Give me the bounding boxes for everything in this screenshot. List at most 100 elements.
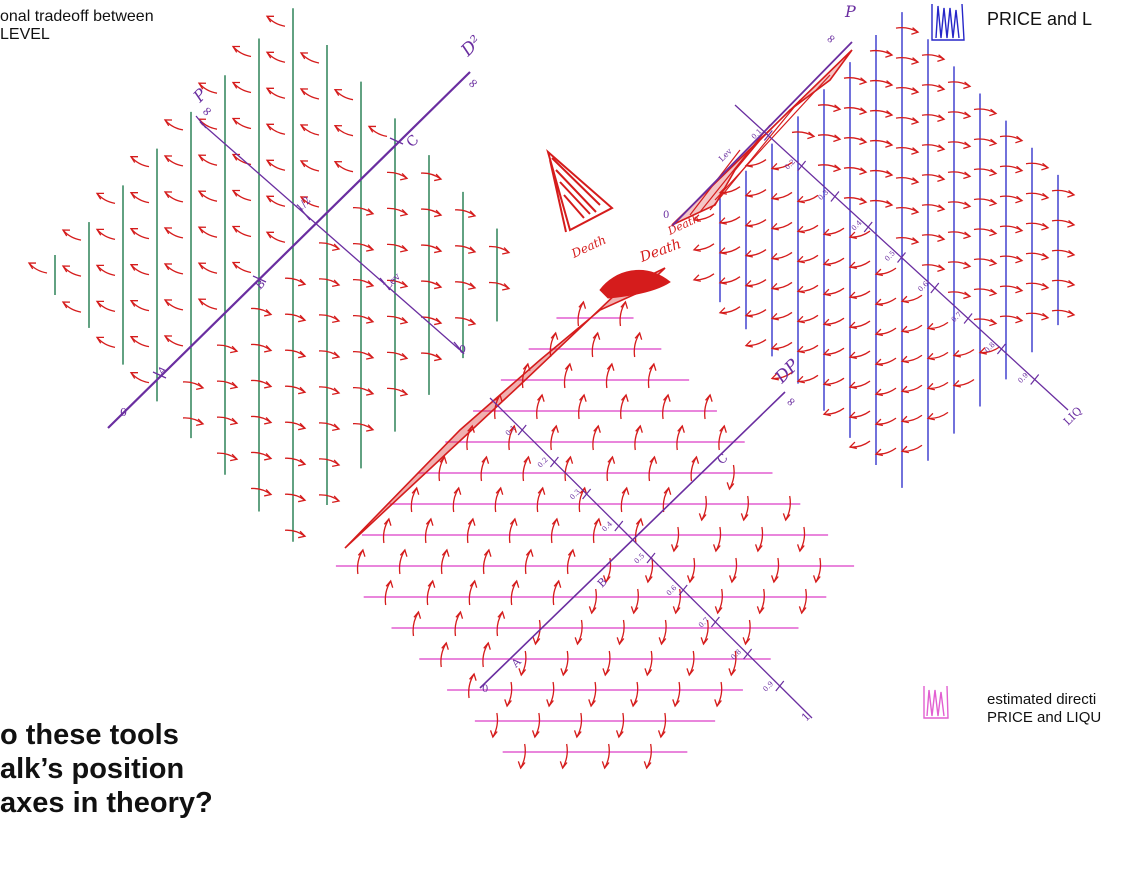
left-flow-arrow (421, 173, 441, 180)
bottom-flow-arrow (511, 581, 518, 605)
right-flow-arrow-head (876, 419, 883, 425)
legend-top-right-line-1: PRICE and L (987, 8, 1092, 30)
right-flow-arrow (974, 289, 996, 296)
left-flow-arrow (285, 350, 305, 357)
right-flow-arrow-head (850, 352, 857, 358)
right-flow-arrow (818, 165, 840, 172)
question-line-3: axes in theory? (0, 786, 213, 820)
right-flow-arrow (694, 244, 714, 251)
right-flow-arrow (720, 247, 740, 254)
right-flow-arrow-head (746, 281, 753, 287)
right-flow-arrow (948, 262, 970, 269)
right-flow-arrow-head (720, 308, 727, 314)
right-flow-arrow (902, 385, 922, 392)
bottom-tick-label: 0.4 (601, 519, 615, 533)
bottom-flow-arrow (699, 496, 706, 520)
left-label-p: P (189, 85, 211, 107)
right-flow-arrow (824, 378, 844, 385)
bottom-flow-arrow (505, 682, 512, 706)
bottom-flow-arrow (491, 713, 498, 737)
right-flow-arrow-head (798, 196, 805, 202)
right-flow-arrow (720, 307, 740, 314)
right-flow-arrow (948, 202, 970, 209)
right-flow-arrow (844, 198, 866, 205)
right-flow-arrow (746, 250, 766, 257)
right-flow-arrow (772, 252, 792, 259)
left-flow-arrow (131, 229, 149, 239)
right-flow-arrow (954, 349, 974, 356)
right-flow-arrow-head (772, 283, 779, 289)
left-flow-arrow (353, 208, 373, 215)
right-flow-arrow-head (850, 262, 857, 268)
right-flow-arrow-head (772, 313, 779, 319)
bottom-flow-arrow (798, 527, 805, 551)
right-flow-arrow-head (798, 286, 805, 292)
left-flow-arrow (301, 125, 319, 135)
bottom-flow-arrow (484, 550, 491, 574)
left-flow-arrow (285, 278, 305, 285)
bottom-flow-arrow (620, 302, 627, 326)
right-flow-arrow-head (798, 256, 805, 262)
left-flow-arrow (387, 244, 407, 251)
bottom-flow-arrow (568, 550, 575, 574)
bottom-flow-arrow (455, 612, 462, 636)
bottom-flow-arrow (384, 519, 391, 543)
bottom-flow-arrow (663, 395, 670, 419)
left-flow-arrow (131, 265, 149, 275)
bottom-flow-arrow (645, 651, 652, 675)
right-flow-arrow (746, 310, 766, 317)
left-flow-arrow (267, 160, 285, 170)
bottom-flow-arrow (688, 558, 695, 582)
right-flow-arrow (870, 111, 892, 118)
right-flow-arrow-head (928, 323, 935, 329)
left-flow-arrow (97, 193, 115, 203)
right-flow-arrow (850, 261, 870, 268)
right-flow-arrow (798, 285, 818, 292)
right-flow-arrow (974, 229, 996, 236)
left-flow-arrow (455, 210, 475, 217)
bottom-flow-arrow (537, 488, 544, 512)
bottom-flow-arrow (783, 496, 790, 520)
right-flow-arrow-head (928, 413, 935, 419)
caption-line-2: LEVEL (0, 26, 230, 44)
right-flow-arrow (974, 139, 996, 146)
left-flow-arrow (165, 120, 183, 130)
right-flow-arrow-head (772, 223, 779, 229)
caption-line-1: onal tradeoff between (0, 8, 230, 26)
right-flow-arrow (798, 255, 818, 262)
left-flow-arrow (131, 193, 149, 203)
left-flow-arrow (319, 387, 339, 394)
left-label-d2: D² (457, 32, 486, 61)
right-flow-arrow (1026, 253, 1048, 260)
right-flow-arrow (844, 78, 866, 85)
left-flow-arrow (319, 315, 339, 322)
right-flow-arrow (876, 328, 896, 335)
right-flow-arrow (844, 108, 866, 115)
bottom-flow-arrow (400, 550, 407, 574)
left-flow-arrow (285, 314, 305, 321)
legend-bottom-right-line-1: estimated directi (987, 691, 1101, 709)
right-flow-arrow (824, 228, 844, 235)
bottom-flow-arrow (672, 527, 679, 551)
right-flow-arrow (1026, 163, 1048, 170)
right-flow-arrow (798, 345, 818, 352)
bottom-flow-arrow (602, 744, 609, 768)
right-flow-arrow-head (824, 349, 831, 355)
right-flow-arrow (928, 322, 948, 329)
legend-top-right: PRICE and L (987, 8, 1092, 30)
right-label-zero: 0 (663, 210, 669, 221)
left-flow-arrow (301, 161, 319, 171)
left-flow-arrow (183, 418, 203, 425)
left-flow-arrow (301, 89, 319, 99)
bottom-flow-arrow (635, 426, 642, 450)
bottom-flow-arrow (497, 612, 504, 636)
right-flow-arrow-head (798, 346, 805, 352)
question-line-1: o these tools (0, 718, 213, 752)
right-flow-arrow (1026, 313, 1048, 320)
bottom-death-label: Death (637, 236, 683, 266)
right-flow-arrow (896, 148, 918, 155)
bottom-flow-arrow (469, 674, 476, 698)
right-flow-arrow (922, 205, 944, 212)
right-flow-arrow (1000, 256, 1022, 263)
left-flow-arrow (285, 422, 305, 429)
